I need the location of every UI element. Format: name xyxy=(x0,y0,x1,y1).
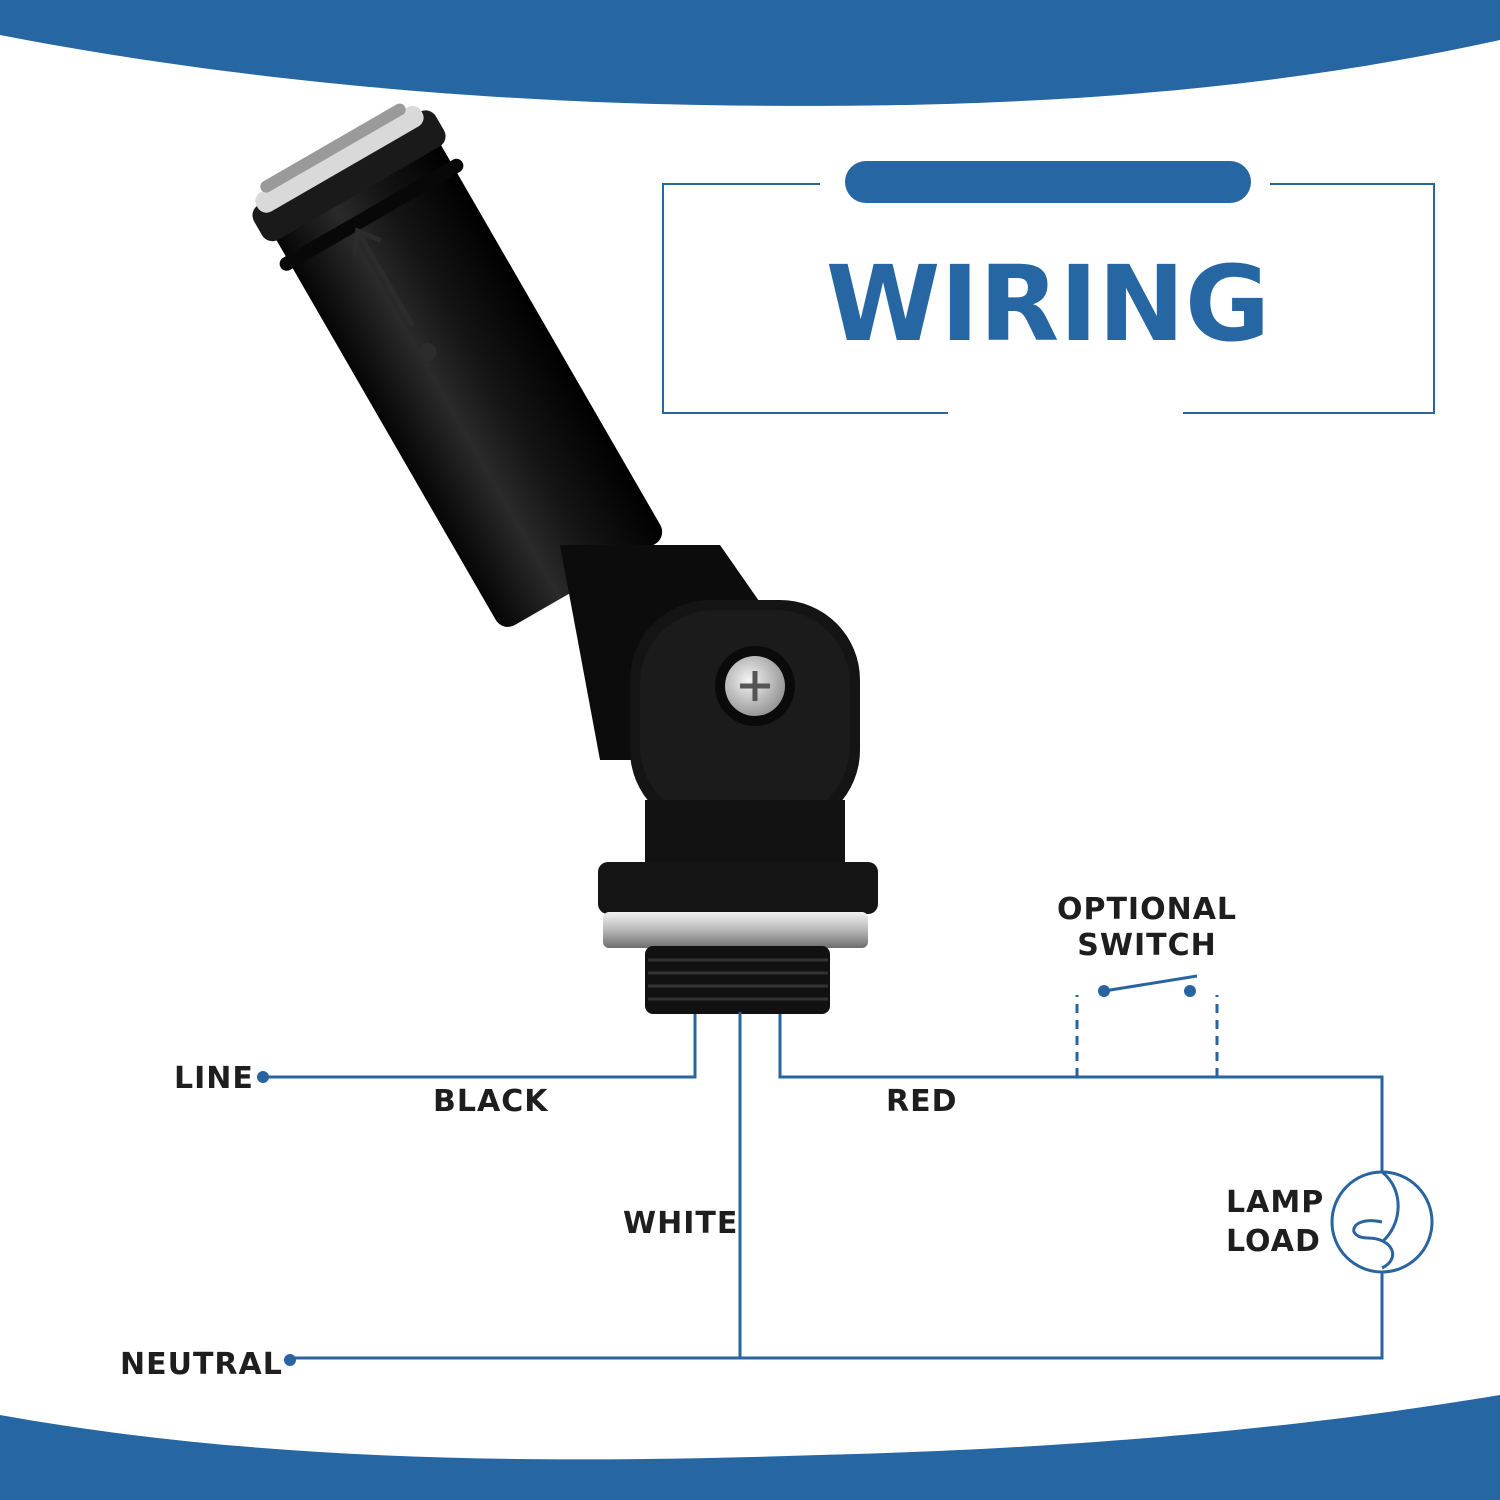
lamp-icon xyxy=(1330,1170,1434,1274)
bottom-wave-banner xyxy=(0,1395,1500,1500)
lamp-load-label-line1: LAMP xyxy=(1226,1185,1324,1220)
neutral-wire xyxy=(290,1268,1384,1360)
switch-icon xyxy=(1075,974,1219,1077)
line-terminal xyxy=(257,1071,269,1083)
top-wave-banner xyxy=(0,0,1500,106)
black-label: BLACK xyxy=(433,1084,549,1119)
wiring-lines xyxy=(257,974,1434,1366)
red-wire xyxy=(778,1014,1384,1172)
line-label: LINE xyxy=(174,1061,254,1096)
red-label: RED xyxy=(886,1084,958,1119)
white-label: WHITE xyxy=(623,1206,738,1241)
optional-switch-label-line1: OPTIONAL xyxy=(1057,892,1237,927)
page-title: WIRING xyxy=(826,243,1271,365)
photocell-sensor-icon xyxy=(252,103,878,1014)
optional-switch-label-line2: SWITCH xyxy=(1077,928,1216,963)
neutral-terminal xyxy=(284,1354,296,1366)
title-accent-bar xyxy=(845,161,1251,203)
title-frame: WIRING xyxy=(662,161,1435,414)
lamp-load-label-line2: LOAD xyxy=(1226,1224,1321,1259)
neutral-label: NEUTRAL xyxy=(120,1347,283,1382)
black-wire xyxy=(263,1014,697,1079)
